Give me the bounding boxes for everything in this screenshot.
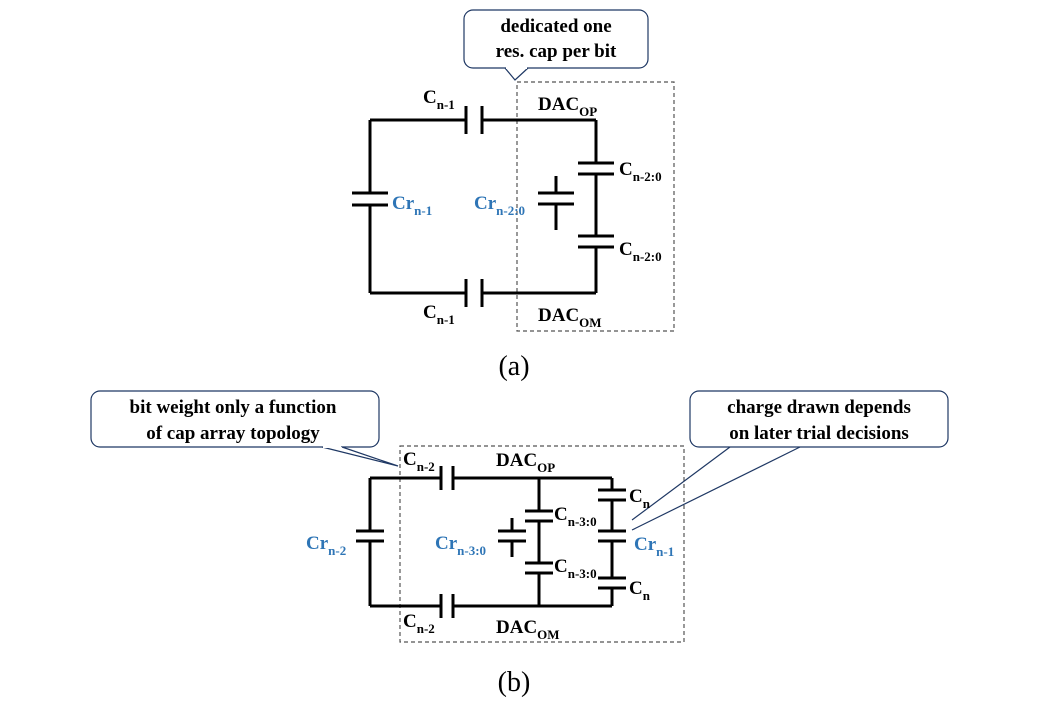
panel-a-right-cap-top-label: Cn-2:0 bbox=[619, 159, 662, 184]
panel-a-cap-inner bbox=[538, 176, 574, 230]
panel-a-cap-right-top bbox=[578, 161, 614, 176]
panel-b-highlight-box bbox=[399, 445, 685, 643]
panel-b-cap-left bbox=[356, 529, 384, 543]
panel-b-wires bbox=[368, 476, 614, 608]
panel-a-cap-left bbox=[352, 191, 388, 207]
panel-b-callout-left-line1: bit weight only a function bbox=[130, 397, 337, 418]
panel-b-inner-res-label: Crn-3:0 bbox=[435, 533, 486, 558]
panel-b-callout-right-line2: on later trial decisions bbox=[729, 423, 909, 444]
panel-b-cap-mid-bottom bbox=[525, 561, 553, 575]
panel-b-cap-right-bottom bbox=[598, 576, 626, 590]
panel-b-right-cap-bottom-label: Cn bbox=[629, 578, 651, 603]
panel-a-dac-om-label: DACOM bbox=[538, 305, 602, 330]
panel-a-cap-right-bottom bbox=[578, 234, 614, 249]
panel-b-callout-left-pointer bbox=[321, 446, 399, 467]
panel-b-callout-right-pointer-b bbox=[631, 446, 801, 531]
panel-a-callout-line1: dedicated one bbox=[500, 16, 611, 37]
panel-a-highlight-box bbox=[516, 81, 675, 332]
panel-b-cap-inner bbox=[498, 518, 526, 557]
panel-a-dac-op-label: DACOP bbox=[538, 94, 597, 119]
panel-a-callout-bubble bbox=[463, 9, 649, 69]
panel-b-callout-left: bit weight only a function of cap array … bbox=[90, 390, 399, 467]
panel-b-right-res-label: Crn-1 bbox=[634, 534, 674, 559]
panel-b-mid-cap-top-label: Cn-3:0 bbox=[554, 504, 597, 529]
panel-a-bottom-cap-label: Cn-1 bbox=[423, 302, 455, 327]
panel-b-caption: (b) bbox=[498, 667, 531, 698]
panel-b-callout-right-bubble bbox=[689, 390, 949, 448]
panel-a-cap-bottom bbox=[464, 279, 484, 307]
panel-a: dedicated one res. cap per bit bbox=[352, 9, 675, 382]
panel-b-cap-top bbox=[439, 466, 455, 490]
panel-a-inner-res-label: Crn-2:0 bbox=[474, 193, 525, 218]
panel-a-callout-pointer bbox=[504, 67, 529, 81]
panel-b-callout-left-line2: of cap array topology bbox=[146, 423, 320, 444]
panel-b-mid-cap-bottom-label: Cn-3:0 bbox=[554, 556, 597, 581]
panel-b-cap-bottom bbox=[439, 594, 455, 618]
panel-b-cap-mid-top bbox=[525, 509, 553, 523]
panel-a-callout: dedicated one res. cap per bit bbox=[463, 9, 649, 81]
panel-b-right-cap-top-label: Cn bbox=[629, 486, 651, 511]
panel-a-top-cap-label: Cn-1 bbox=[423, 87, 455, 112]
panel-a-cap-top bbox=[464, 106, 484, 134]
panel-a-callout-line2: res. cap per bit bbox=[496, 41, 617, 62]
panel-b: bit weight only a function of cap array … bbox=[90, 390, 949, 698]
panel-a-wires bbox=[368, 118, 598, 295]
panel-b-callout-right-pointer-a bbox=[631, 446, 731, 521]
panel-b-callout-right-line1: charge drawn depends bbox=[727, 397, 911, 418]
panel-a-caption: (a) bbox=[498, 351, 529, 382]
panel-a-right-cap-bottom-label: Cn-2:0 bbox=[619, 239, 662, 264]
panel-b-callout-left-bubble bbox=[90, 390, 380, 448]
panel-b-dac-om-label: DACOM bbox=[496, 617, 560, 642]
panel-b-left-res-label: Crn-2 bbox=[306, 533, 346, 558]
panel-b-callout-right: charge drawn depends on later trial deci… bbox=[631, 390, 949, 531]
panel-b-top-cap-label: Cn-2 bbox=[403, 449, 435, 474]
panel-b-bottom-cap-label: Cn-2 bbox=[403, 611, 435, 636]
panel-b-dac-op-label: DACOP bbox=[496, 450, 555, 475]
panel-a-left-res-label: Crn-1 bbox=[392, 193, 432, 218]
panel-b-cap-right-mid bbox=[598, 529, 626, 543]
panel-b-cap-right-top bbox=[598, 488, 626, 502]
